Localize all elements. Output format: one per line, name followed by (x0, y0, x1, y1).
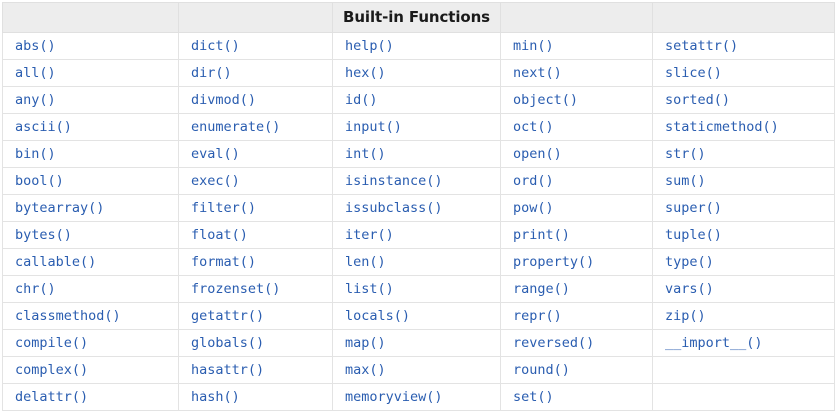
builtin-function-cell[interactable]: bin() (2, 140, 179, 168)
builtin-function-cell[interactable]: range() (500, 275, 653, 303)
builtin-function-cell[interactable]: repr() (500, 302, 653, 330)
table-body: abs()dict()help()min()setattr()all()dir(… (2, 32, 835, 411)
table-cell-empty (652, 356, 835, 384)
builtin-function-cell[interactable]: ascii() (2, 113, 179, 141)
builtin-function-cell[interactable]: classmethod() (2, 302, 179, 330)
builtin-function-cell[interactable]: dir() (178, 59, 333, 87)
builtin-function-cell[interactable]: all() (2, 59, 179, 87)
builtin-function-cell[interactable]: hasattr() (178, 356, 333, 384)
table-row: bool()exec()isinstance()ord()sum() (2, 167, 835, 195)
table-row: all()dir()hex()next()slice() (2, 59, 835, 87)
builtin-function-cell[interactable]: round() (500, 356, 653, 384)
builtin-function-cell[interactable]: locals() (332, 302, 501, 330)
builtin-function-cell[interactable]: sorted() (652, 86, 835, 114)
table-title-cell: Built-in Functions (332, 2, 501, 33)
builtin-functions-table: Built-in Functions abs()dict()help()min(… (2, 2, 835, 411)
table-row: compile()globals()map()reversed()__impor… (2, 329, 835, 357)
builtin-function-cell[interactable]: len() (332, 248, 501, 276)
builtin-function-cell[interactable]: map() (332, 329, 501, 357)
builtin-function-cell[interactable]: isinstance() (332, 167, 501, 195)
builtin-function-cell[interactable]: help() (332, 32, 501, 60)
builtin-function-cell[interactable]: complex() (2, 356, 179, 384)
builtin-function-cell[interactable]: hex() (332, 59, 501, 87)
table-row: chr()frozenset()list()range()vars() (2, 275, 835, 303)
builtin-function-cell[interactable]: open() (500, 140, 653, 168)
builtin-function-cell[interactable]: memoryview() (332, 383, 501, 411)
builtin-function-cell[interactable]: iter() (332, 221, 501, 249)
table-header-cell-4 (500, 2, 653, 33)
builtin-function-cell[interactable]: list() (332, 275, 501, 303)
table-row: abs()dict()help()min()setattr() (2, 32, 835, 60)
builtin-function-cell[interactable]: oct() (500, 113, 653, 141)
table-row: bytes()float()iter()print()tuple() (2, 221, 835, 249)
builtin-function-cell[interactable]: staticmethod() (652, 113, 835, 141)
builtin-function-cell[interactable]: compile() (2, 329, 179, 357)
builtin-function-cell[interactable]: globals() (178, 329, 333, 357)
builtin-function-cell[interactable]: callable() (2, 248, 179, 276)
builtin-function-cell[interactable]: delattr() (2, 383, 179, 411)
builtin-function-cell[interactable]: bytes() (2, 221, 179, 249)
builtin-function-cell[interactable]: zip() (652, 302, 835, 330)
table-cell-empty (652, 383, 835, 411)
builtin-function-cell[interactable]: issubclass() (332, 194, 501, 222)
table-header-cell-2 (178, 2, 333, 33)
builtin-function-cell[interactable]: str() (652, 140, 835, 168)
builtin-function-cell[interactable]: set() (500, 383, 653, 411)
builtin-function-cell[interactable]: exec() (178, 167, 333, 195)
table-header-cell-1 (2, 2, 179, 33)
builtin-function-cell[interactable]: vars() (652, 275, 835, 303)
builtin-function-cell[interactable]: frozenset() (178, 275, 333, 303)
builtin-function-cell[interactable]: float() (178, 221, 333, 249)
table-row: ascii()enumerate()input()oct()staticmeth… (2, 113, 835, 141)
builtin-function-cell[interactable]: getattr() (178, 302, 333, 330)
table-row: any()divmod()id()object()sorted() (2, 86, 835, 114)
builtin-function-cell[interactable]: super() (652, 194, 835, 222)
builtin-function-cell[interactable]: bytearray() (2, 194, 179, 222)
builtin-function-cell[interactable]: next() (500, 59, 653, 87)
builtin-function-cell[interactable]: object() (500, 86, 653, 114)
builtin-function-cell[interactable]: input() (332, 113, 501, 141)
builtin-function-cell[interactable]: ord() (500, 167, 653, 195)
builtin-function-cell[interactable]: print() (500, 221, 653, 249)
table-row: classmethod()getattr()locals()repr()zip(… (2, 302, 835, 330)
builtin-function-cell[interactable]: type() (652, 248, 835, 276)
builtin-function-cell[interactable]: any() (2, 86, 179, 114)
table-row: callable()format()len()property()type() (2, 248, 835, 276)
builtin-function-cell[interactable]: hash() (178, 383, 333, 411)
builtin-function-cell[interactable]: property() (500, 248, 653, 276)
builtin-function-cell[interactable]: pow() (500, 194, 653, 222)
table-row: bin()eval()int()open()str() (2, 140, 835, 168)
builtin-function-cell[interactable]: abs() (2, 32, 179, 60)
builtin-function-cell[interactable]: filter() (178, 194, 333, 222)
builtin-function-cell[interactable]: setattr() (652, 32, 835, 60)
builtin-function-cell[interactable]: bool() (2, 167, 179, 195)
builtin-function-cell[interactable]: slice() (652, 59, 835, 87)
builtin-function-cell[interactable]: id() (332, 86, 501, 114)
builtin-function-cell[interactable]: enumerate() (178, 113, 333, 141)
builtin-function-cell[interactable]: max() (332, 356, 501, 384)
table-row: delattr()hash()memoryview()set() (2, 383, 835, 411)
builtin-function-cell[interactable]: min() (500, 32, 653, 60)
builtin-function-cell[interactable]: dict() (178, 32, 333, 60)
builtin-function-cell[interactable]: int() (332, 140, 501, 168)
builtin-function-cell[interactable]: divmod() (178, 86, 333, 114)
table-header-cell-5 (652, 2, 835, 33)
builtin-function-cell[interactable]: eval() (178, 140, 333, 168)
builtin-function-cell[interactable]: reversed() (500, 329, 653, 357)
builtin-function-cell[interactable]: sum() (652, 167, 835, 195)
table-header-row: Built-in Functions (2, 2, 835, 33)
table-row: complex()hasattr()max()round() (2, 356, 835, 384)
builtin-function-cell[interactable]: chr() (2, 275, 179, 303)
table-header: Built-in Functions (2, 2, 835, 33)
builtin-function-cell[interactable]: __import__() (652, 329, 835, 357)
builtin-function-cell[interactable]: tuple() (652, 221, 835, 249)
builtin-function-cell[interactable]: format() (178, 248, 333, 276)
table-row: bytearray()filter()issubclass()pow()supe… (2, 194, 835, 222)
